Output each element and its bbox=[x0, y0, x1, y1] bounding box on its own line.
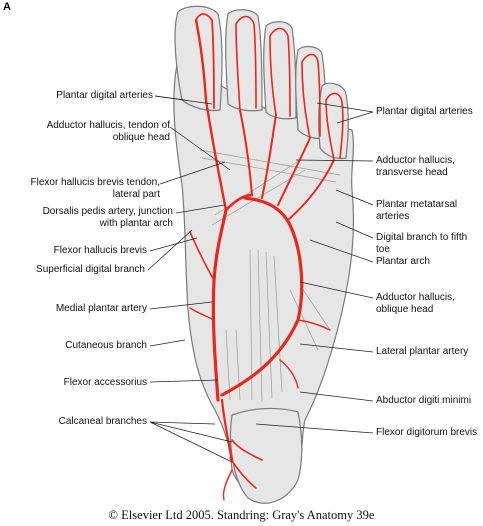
label-flexor-digitorum-brevis: Flexor digitorum brevis bbox=[376, 427, 478, 438]
label-dorsalis-pedis: Dorsalis pedis artery, junction with pla… bbox=[42, 206, 173, 229]
panel-letter: A bbox=[3, 1, 11, 13]
label-fhb-tendon-lateral: Flexor hallucis brevis tendon, lateral p… bbox=[30, 177, 160, 200]
label-flexor-accessorius: Flexor accessorius bbox=[63, 377, 147, 388]
label-superficial-digital-branch: Superficial digital branch bbox=[36, 264, 145, 275]
copyright-caption: © Elsevier Ltd 2005. Standring: Gray's A… bbox=[108, 508, 375, 522]
label-plantar-metatarsal-arteries: Plantar metatarsal arteries bbox=[376, 199, 458, 222]
label-lateral-plantar-artery: Lateral plantar artery bbox=[376, 346, 469, 357]
label-plantar-arch: Plantar arch bbox=[376, 256, 430, 267]
leader-lines bbox=[147, 95, 374, 463]
label-plantar-digital-arteries-left: Plantar digital arteries bbox=[56, 90, 153, 101]
label-abductor-digiti-minimi: Abductor digiti minimi bbox=[376, 395, 472, 406]
arteries bbox=[189, 13, 344, 501]
label-cutaneous-branch: Cutaneous branch bbox=[65, 340, 147, 351]
label-adductor-hallucis-oblique: Adductor hallucis, oblique head bbox=[376, 292, 455, 315]
label-digital-branch-fifth-toe: Digital branch to fifth toe bbox=[376, 232, 468, 255]
label-adductor-hallucis-transverse: Adductor hallucis, transverse head bbox=[376, 155, 455, 178]
label-medial-plantar-artery: Medial plantar artery bbox=[55, 303, 147, 314]
label-plantar-digital-arteries-right: Plantar digital arteries bbox=[376, 106, 473, 117]
label-flexor-hallucis-brevis: Flexor hallucis brevis bbox=[53, 245, 147, 256]
label-calcaneal-branches: Calcaneal branches bbox=[58, 416, 147, 427]
label-adductor-hallucis-tendon: Adductor hallucis, tendon of oblique hea… bbox=[46, 120, 170, 143]
